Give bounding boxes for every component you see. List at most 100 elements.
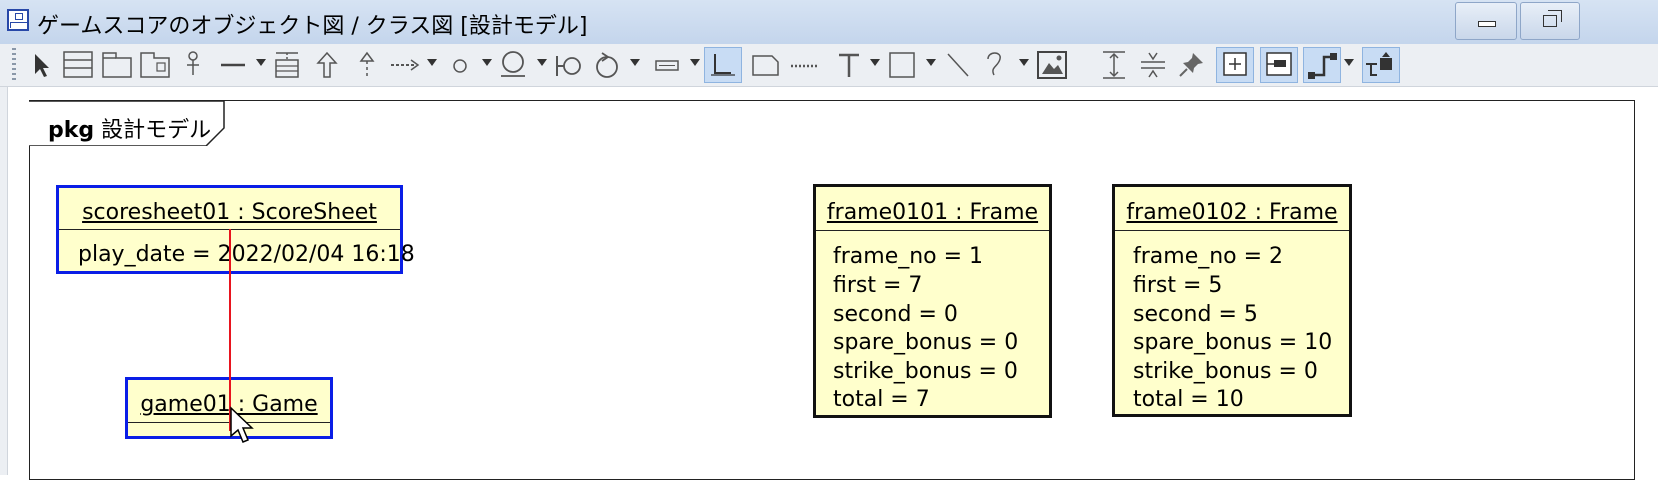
align-left-icon — [1266, 52, 1292, 76]
object-header: scoresheet01 : ScoreSheet — [59, 200, 400, 225]
realization-arrow-icon — [359, 51, 375, 77]
freehand-dropdown[interactable] — [1019, 59, 1029, 66]
attribute-slot: frame_no = 1 — [833, 244, 984, 269]
provided-interface-tool[interactable] — [552, 47, 586, 83]
compartment-divider — [1115, 230, 1349, 231]
slot-dropdown[interactable] — [690, 59, 700, 66]
rectangle-tool[interactable] — [886, 47, 920, 83]
align-tool[interactable] — [1260, 47, 1298, 83]
line-tool[interactable] — [942, 47, 976, 83]
text-icon — [839, 53, 859, 77]
object-name: scoresheet01 : ScoreSheet — [82, 200, 377, 225]
window-title: ゲームスコアのオブジェクト図 / クラス図 [設計モデル] — [37, 14, 588, 39]
class-box-icon — [63, 51, 93, 78]
canvas-gutter — [0, 87, 8, 475]
restore-button[interactable] — [1520, 2, 1580, 40]
shrink-vertical-icon — [1141, 52, 1165, 78]
toolbar-grip[interactable] — [12, 48, 16, 82]
object-frame0102[interactable]: frame0102 : Frame frame_no = 2 first = 5… — [1112, 184, 1352, 417]
attribute-slot: second = 5 — [1133, 302, 1258, 327]
required-interface-tool[interactable] — [496, 47, 530, 83]
line-style-dropdown[interactable] — [1344, 59, 1354, 66]
attribute-slot: spare_bonus = 10 — [1133, 330, 1333, 355]
object-frame0101[interactable]: frame0101 : Frame frame_no = 1 first = 7… — [813, 184, 1052, 418]
dotted-line-icon — [791, 64, 819, 68]
slot-tool[interactable] — [650, 47, 684, 83]
attribute-slot: second = 0 — [833, 302, 958, 327]
attribute-slot: first = 5 — [1133, 273, 1223, 298]
interface-tool[interactable] — [178, 47, 208, 83]
pin-tool[interactable] — [1175, 47, 1209, 83]
orthogonal-line-icon — [1308, 53, 1337, 79]
cycle-dropdown[interactable] — [630, 59, 640, 66]
attribute-slot: strike_bonus = 0 — [833, 359, 1018, 384]
ball-socket-icon — [556, 56, 581, 76]
line-style-tool[interactable] — [1303, 47, 1341, 83]
slot-icon — [655, 60, 679, 71]
object-header: frame0102 : Frame — [1115, 200, 1349, 225]
port-dropdown[interactable] — [482, 59, 492, 66]
text-tool[interactable] — [832, 47, 866, 83]
expand-space-tool[interactable] — [1097, 47, 1131, 83]
package-frame-tab — [29, 100, 225, 146]
layout-tool[interactable] — [1362, 47, 1400, 83]
note-anchor-tool[interactable] — [788, 47, 822, 83]
frame-name: 設計モデル — [101, 118, 212, 143]
port-tool[interactable] — [443, 47, 477, 83]
curve-icon — [987, 52, 1001, 76]
cycle-tool[interactable] — [590, 47, 624, 83]
small-circle-icon — [453, 59, 467, 73]
arrow-pointer-icon — [35, 54, 49, 77]
generalization-tool[interactable] — [310, 47, 344, 83]
class-tool[interactable] — [62, 47, 96, 83]
compartment-divider — [816, 230, 1049, 231]
object-name: frame0101 : Frame — [826, 200, 1039, 225]
package-icon — [102, 52, 132, 78]
subsystem-icon — [140, 52, 170, 78]
socket-icon — [501, 51, 525, 77]
diagram-icon — [7, 9, 29, 31]
shrink-space-tool[interactable] — [1136, 47, 1170, 83]
required-interface-dropdown[interactable] — [537, 59, 547, 66]
association-dropdown[interactable] — [256, 59, 266, 66]
frame-keyword: pkg — [48, 118, 95, 143]
attribute-slot: strike_bonus = 0 — [1133, 359, 1318, 384]
image-icon — [1037, 51, 1067, 79]
line-icon — [221, 63, 245, 67]
rectangle-dropdown[interactable] — [926, 59, 936, 66]
association-class-tool[interactable] — [270, 47, 304, 83]
dependency-dropdown[interactable] — [427, 59, 437, 66]
object-name: frame0102 : Frame — [1126, 200, 1338, 225]
rectangle-icon — [889, 52, 915, 78]
association-tool[interactable] — [216, 47, 250, 83]
freehand-tool[interactable] — [980, 47, 1014, 83]
subsystem-tool[interactable] — [138, 47, 172, 83]
association-class-icon — [275, 52, 299, 78]
object-header: frame0101 : Frame — [816, 200, 1049, 225]
constraint-tool[interactable] — [704, 47, 742, 83]
minimize-icon — [1478, 21, 1496, 27]
attribute-slot: total = 7 — [833, 387, 930, 412]
note-tool[interactable] — [748, 47, 782, 83]
image-tool[interactable] — [1035, 47, 1069, 83]
mouse-cursor-icon — [230, 406, 254, 443]
fit-frame-tool[interactable] — [1216, 47, 1254, 83]
text-dropdown[interactable] — [870, 59, 880, 66]
lollipop-icon — [187, 51, 199, 75]
minimize-button[interactable] — [1455, 2, 1517, 40]
attribute-slot: spare_bonus = 0 — [833, 330, 1019, 355]
dependency-tool[interactable] — [388, 47, 422, 83]
expand-vertical-icon — [1103, 51, 1125, 79]
dashed-arrow-icon — [391, 59, 420, 71]
pin-icon — [1179, 53, 1203, 77]
bracket-icon — [711, 54, 735, 76]
package-tool[interactable] — [100, 47, 134, 83]
generalization-arrow-icon — [316, 51, 338, 78]
note-icon — [752, 55, 779, 76]
cycle-icon — [596, 52, 618, 78]
select-tool[interactable] — [24, 47, 58, 83]
object-link[interactable] — [229, 229, 231, 431]
realization-tool[interactable] — [350, 47, 384, 83]
package-frame-label: pkg 設計モデル — [48, 112, 211, 144]
tree-layout-icon — [1366, 52, 1392, 76]
